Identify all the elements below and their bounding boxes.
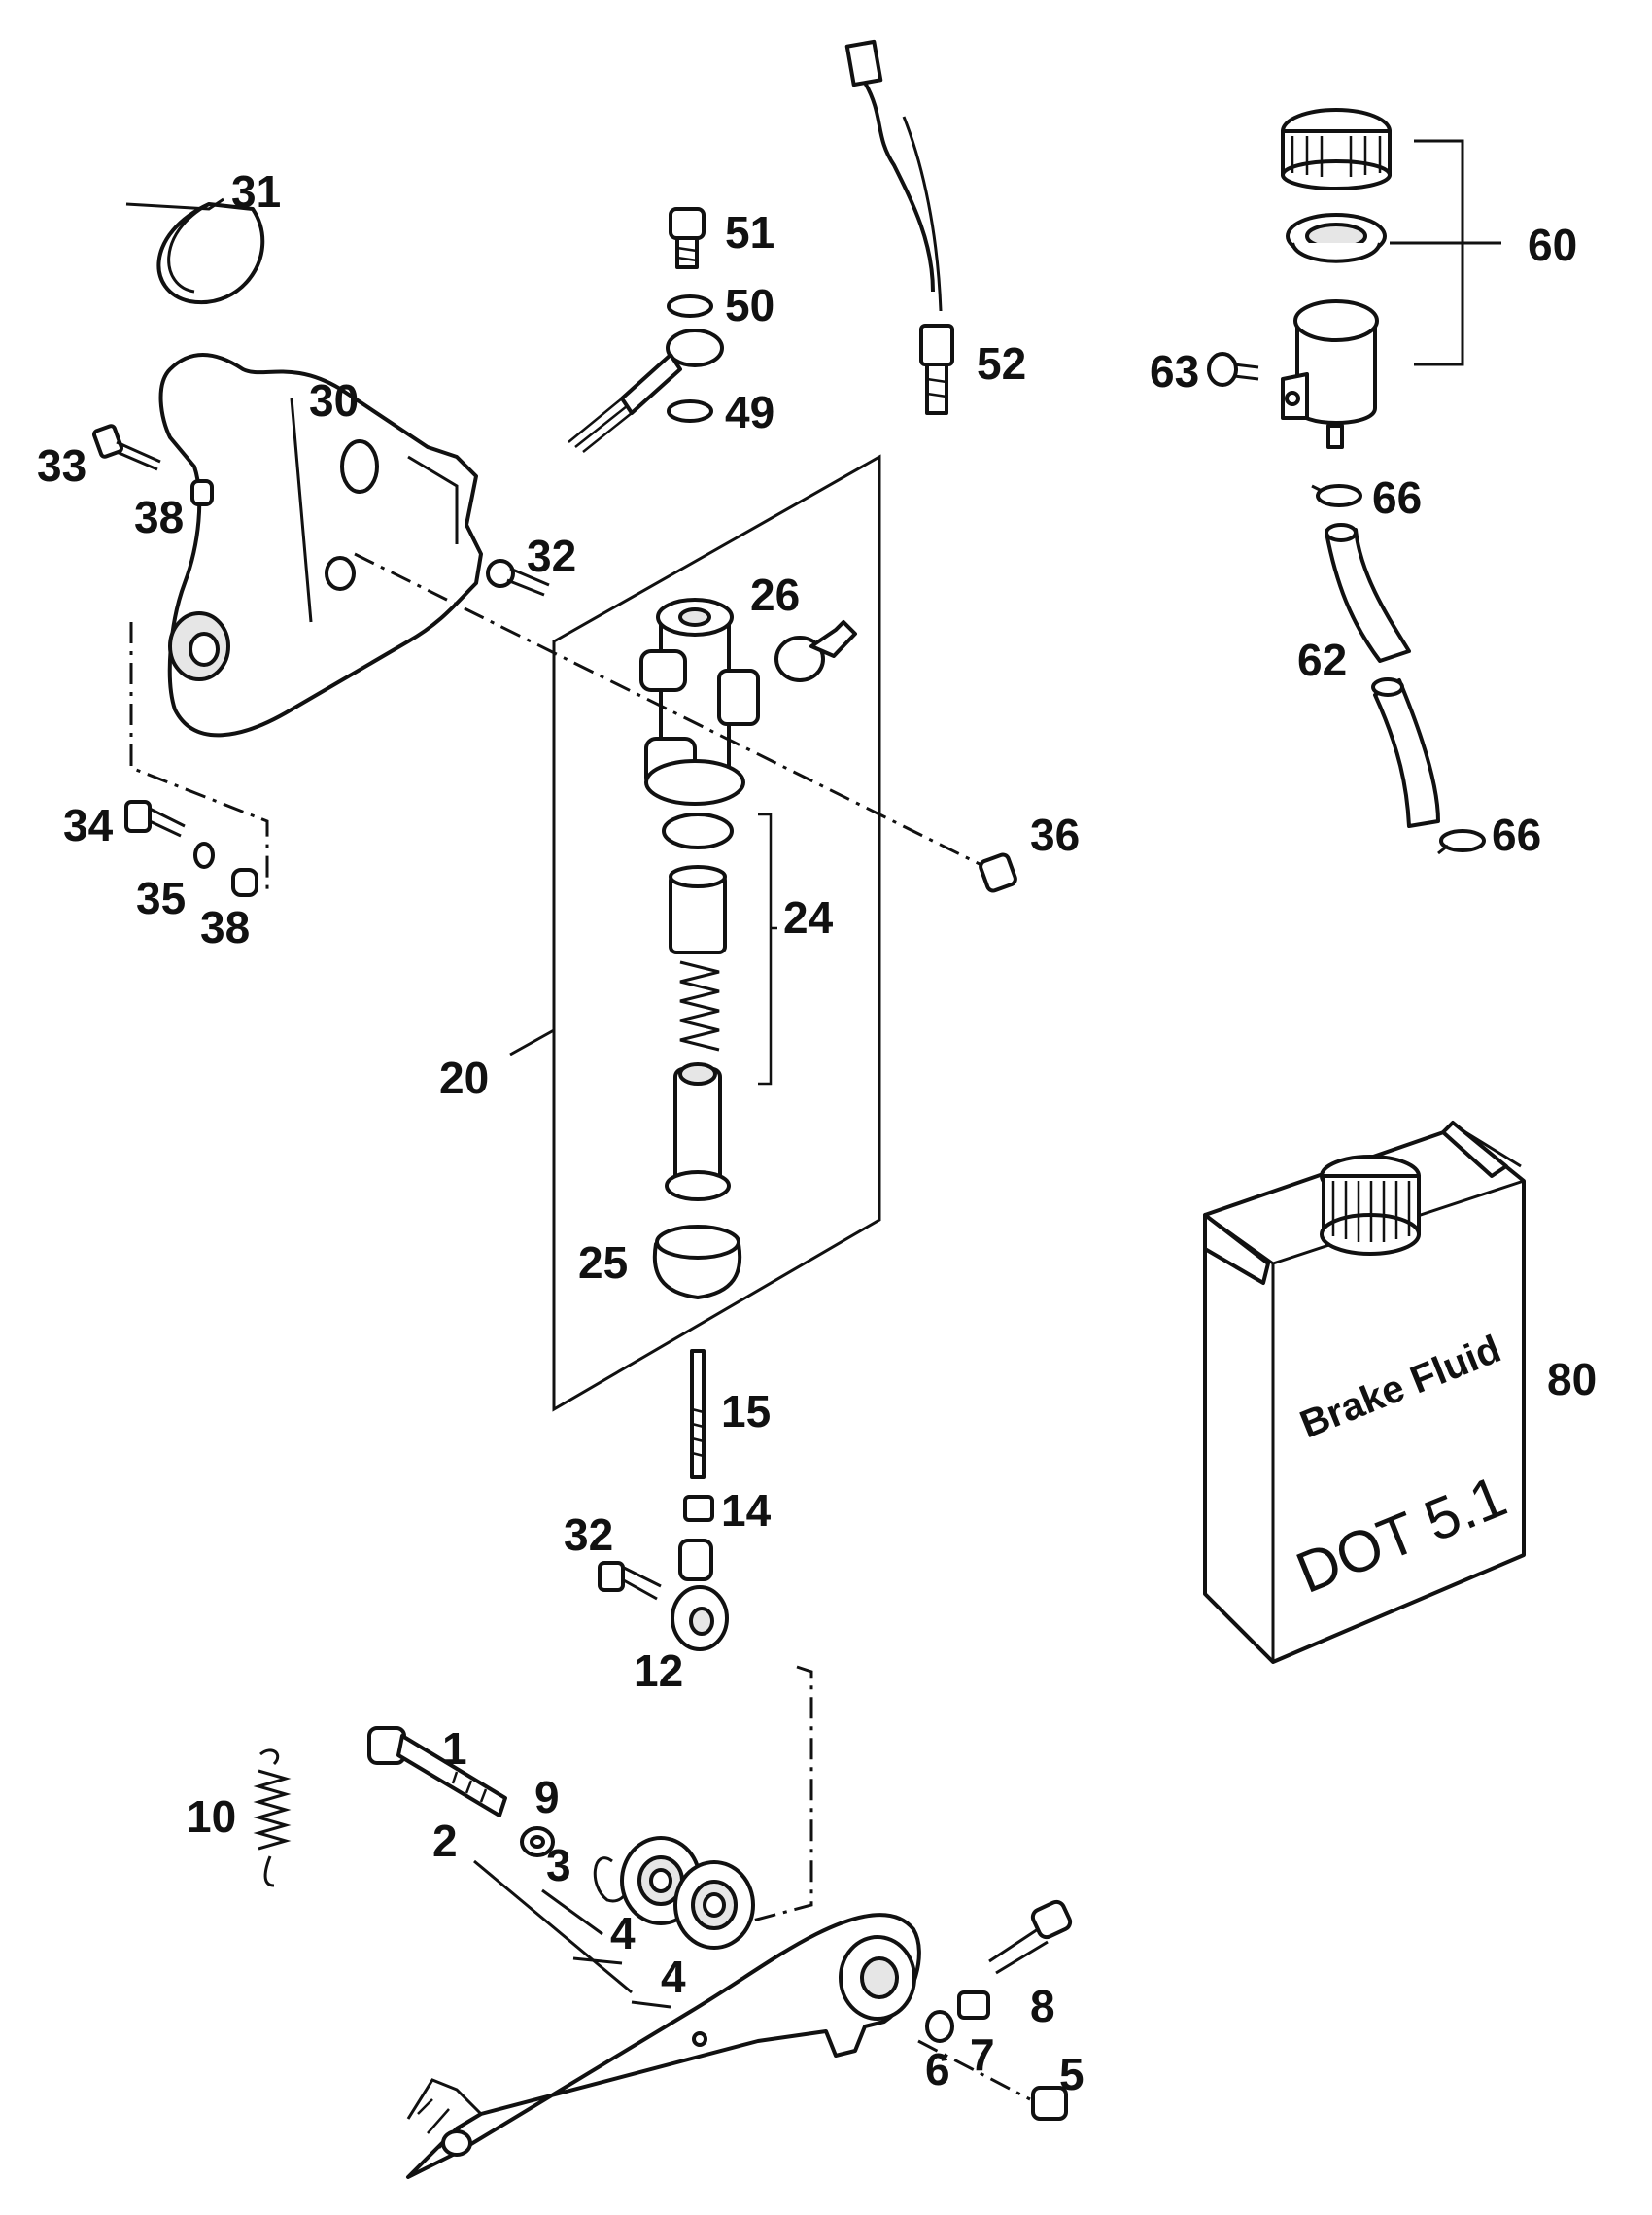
washer-9 (520, 1826, 555, 1857)
pivot-bolt-1 (367, 1726, 507, 1817)
callout-2: 2 (432, 1816, 458, 1866)
reservoir-cap (1281, 108, 1392, 190)
hose-clamp-66-upper (1311, 484, 1362, 507)
callout-25: 25 (578, 1237, 628, 1288)
leader-4a (572, 1956, 623, 1965)
callout-34: 34 (63, 800, 114, 850)
washer-50 (667, 294, 713, 318)
boot-25 (652, 1225, 742, 1299)
callout-35: 35 (136, 873, 186, 923)
elbow-fitting-26 (774, 620, 857, 682)
nut-7 (957, 1990, 990, 2020)
bolt-33 (92, 424, 161, 471)
hose-62 (1325, 523, 1440, 828)
callout-8: 8 (1030, 1981, 1055, 2031)
assembly-line-center (354, 552, 982, 867)
leader-20 (509, 1028, 555, 1056)
assembly-line-nut (917, 2039, 1031, 2101)
banjo-bolt-51 (669, 207, 706, 269)
callout-15: 15 (721, 1386, 771, 1436)
callout-63: 63 (1150, 346, 1199, 397)
cable-tie-31 (125, 197, 265, 305)
leader-3 (541, 1888, 603, 1936)
callout-51: 51 (725, 207, 774, 258)
callout-1: 1 (442, 1723, 467, 1774)
callout-20: 20 (439, 1053, 489, 1103)
circlip (665, 1170, 731, 1201)
washer-35 (193, 842, 215, 869)
washer-6 (925, 2010, 954, 2043)
callout-4-a: 4 (610, 1908, 636, 1958)
callout-30: 30 (309, 375, 359, 426)
hose-clamp-66-lower (1437, 829, 1486, 855)
clevis-12 (671, 1539, 729, 1651)
callout-3: 3 (546, 1840, 571, 1890)
bearing-4-b (673, 1860, 755, 1950)
spring (679, 960, 720, 1052)
callout-36: 36 (1030, 810, 1080, 860)
callout-66-upper: 66 (1372, 472, 1422, 523)
callout-33: 33 (37, 440, 86, 491)
bolt-32-lower (598, 1561, 662, 1601)
callout-9: 9 (534, 1772, 560, 1822)
callout-38-upper: 38 (134, 492, 184, 542)
callout-5: 5 (1059, 2049, 1084, 2099)
callout-10: 10 (187, 1791, 236, 1842)
callout-38-lower: 38 (200, 902, 250, 952)
banjo-fitting-hose (568, 329, 724, 453)
callout-32-lower: 32 (564, 1509, 613, 1560)
nut-5 (1031, 2086, 1068, 2121)
assembly-line-left (129, 622, 269, 889)
callout-49: 49 (725, 387, 774, 437)
cover-plate-30 (158, 353, 483, 738)
callout-32-upper: 32 (527, 531, 576, 581)
brake-fluid-can-80: Brake Fluid DOT 5.1 (1203, 1121, 1526, 1664)
kit-outline-20 (552, 454, 881, 1412)
washer-49 (667, 399, 713, 423)
callout-31: 31 (231, 166, 281, 217)
screw-63 (1207, 352, 1259, 387)
bracket-60 (1414, 139, 1464, 366)
leader-2 (473, 1859, 633, 1994)
pushrod-15 (690, 1349, 706, 1479)
reservoir-diaphragm (1286, 213, 1387, 263)
brake-pedal-2 (406, 1913, 921, 2179)
nut-14 (683, 1495, 714, 1522)
reservoir-body (1281, 299, 1379, 449)
nut-36 (979, 852, 1017, 893)
callout-50: 50 (725, 280, 774, 330)
callout-14: 14 (721, 1485, 772, 1536)
callout-6: 6 (925, 2044, 950, 2094)
callout-80: 80 (1547, 1354, 1597, 1404)
piston-kit-24 (662, 813, 777, 1188)
callout-7: 7 (970, 2029, 995, 2080)
bolt-8 (988, 1899, 1073, 1975)
leader-4b (631, 2000, 671, 2009)
spring-10 (253, 1748, 292, 1887)
callout-66-lower: 66 (1492, 810, 1541, 860)
callout-60: 60 (1528, 220, 1577, 270)
bolt-32-upper (486, 559, 550, 597)
callout-52: 52 (977, 338, 1026, 389)
callout-12: 12 (634, 1645, 683, 1696)
callout-4-b: 4 (661, 1952, 686, 2002)
callout-62: 62 (1297, 635, 1347, 685)
bushing-38-upper (190, 479, 214, 506)
brake-light-switch-52 (844, 39, 954, 415)
assembly-line-pedal (738, 1665, 813, 1926)
callout-26: 26 (750, 570, 800, 620)
master-cylinder-body (639, 598, 760, 806)
callout-24: 24 (783, 892, 834, 943)
bushing-38-lower (231, 868, 258, 897)
bolt-34 (124, 800, 186, 838)
